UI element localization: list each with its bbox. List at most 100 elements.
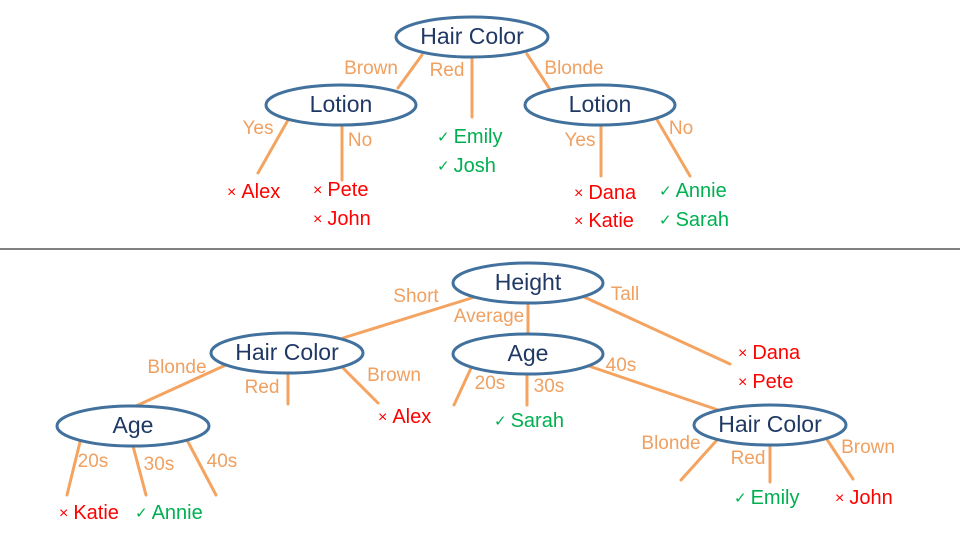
- edge-left-yes: [256, 118, 290, 175]
- label-left-no: No: [348, 130, 372, 151]
- edge-hair-blonde: [134, 362, 230, 408]
- svg-text:×Alex: ×Alex: [378, 406, 431, 428]
- label-blonde: Blonde: [544, 58, 603, 79]
- label-hair2-brown: Brown: [841, 437, 895, 458]
- edge-right-no: [654, 116, 692, 178]
- svg-text:✓Sarah: ✓Sarah: [659, 209, 729, 231]
- left-lotion-node: Lotion: [264, 83, 418, 127]
- leaf-john-2: ×John: [835, 487, 893, 509]
- svg-text:✓Emily: ✓Emily: [734, 487, 799, 509]
- hair-color-label: Hair Color: [235, 339, 339, 365]
- cross-icon: ×: [574, 185, 583, 202]
- height-label: Height: [495, 269, 562, 295]
- leaf-sarah-2: ✓Sarah: [494, 410, 564, 432]
- label-age-left-40s: 40s: [207, 451, 238, 472]
- svg-text:×Dana: ×Dana: [574, 182, 637, 204]
- label-age-mid-30s: 30s: [534, 376, 565, 397]
- edge-hair2-brown: [824, 436, 855, 481]
- check-icon: ✓: [494, 413, 507, 430]
- edge-age-left-20s: [65, 440, 82, 497]
- check-icon: ✓: [734, 490, 747, 507]
- cross-icon: ×: [738, 374, 747, 391]
- svg-text:×Katie: ×Katie: [59, 502, 119, 524]
- cross-icon: ×: [313, 182, 322, 199]
- svg-text:×Dana: ×Dana: [738, 342, 801, 364]
- root-node: Hair Color: [394, 15, 550, 59]
- cross-icon: ×: [313, 211, 322, 228]
- svg-text:×Alex: ×Alex: [227, 181, 280, 203]
- label-short: Short: [393, 286, 439, 307]
- svg-text:×John: ×John: [313, 208, 371, 230]
- leaf-annie-2: ✓Annie: [135, 502, 203, 524]
- cross-icon: ×: [227, 184, 236, 201]
- label-hair-red: Red: [245, 377, 280, 398]
- label-age-left-30s: 30s: [144, 454, 175, 475]
- leaf-pete: ×Pete: [313, 179, 369, 201]
- svg-text:✓Annie: ✓Annie: [659, 180, 727, 202]
- leaf-emily: ✓Emily: [437, 126, 502, 148]
- label-average: Average: [454, 306, 524, 327]
- check-icon: ✓: [659, 212, 672, 229]
- label-tall: Tall: [611, 284, 640, 305]
- edge-age-mid-20s: [452, 364, 474, 407]
- leaf-sarah: ✓Sarah: [659, 209, 729, 231]
- cross-icon: ×: [59, 505, 68, 522]
- leaf-pete-2: ×Pete: [738, 371, 794, 393]
- leaf-alex-2: ×Alex: [378, 406, 431, 428]
- cross-icon: ×: [738, 345, 747, 362]
- cross-icon: ×: [835, 490, 844, 507]
- check-icon: ✓: [437, 158, 450, 175]
- label-hair-blonde: Blonde: [147, 357, 206, 378]
- right-lotion-node: Lotion: [523, 83, 677, 127]
- label-hair2-red: Red: [731, 448, 766, 469]
- age-left-node: Age: [55, 404, 211, 448]
- label-right-no: No: [669, 118, 693, 139]
- svg-text:×Pete: ×Pete: [313, 179, 369, 201]
- leaf-alex: ×Alex: [227, 181, 280, 203]
- edge-blonde: [525, 52, 551, 90]
- svg-text:×Pete: ×Pete: [738, 371, 794, 393]
- tree1: Hair Color Lotion Lotion Brown Red Blond…: [227, 15, 729, 232]
- leaf-katie: ×Katie: [574, 210, 634, 232]
- check-icon: ✓: [437, 129, 450, 146]
- left-lotion-label: Lotion: [310, 91, 373, 117]
- svg-text:✓Josh: ✓Josh: [437, 155, 496, 177]
- right-lotion-label: Lotion: [569, 91, 632, 117]
- svg-text:✓Emily: ✓Emily: [437, 126, 502, 148]
- leaf-emily-2: ✓Emily: [734, 487, 799, 509]
- leaf-dana-2: ×Dana: [738, 342, 801, 364]
- leaf-katie-2: ×Katie: [59, 502, 119, 524]
- hair-color-2-label: Hair Color: [718, 411, 822, 437]
- height-node: Height: [451, 261, 605, 305]
- label-brown: Brown: [344, 58, 398, 79]
- label-red: Red: [430, 60, 465, 81]
- edge-tall: [580, 294, 732, 366]
- label-hair-brown: Brown: [367, 365, 421, 386]
- hair-color-2-node: Hair Color: [692, 403, 848, 447]
- age-left-label: Age: [113, 412, 154, 438]
- leaf-josh: ✓Josh: [437, 155, 496, 177]
- svg-text:✓Annie: ✓Annie: [135, 502, 203, 524]
- label-hair2-blonde: Blonde: [641, 433, 700, 454]
- label-age-mid-20s: 20s: [475, 373, 506, 394]
- svg-text:×Katie: ×Katie: [574, 210, 634, 232]
- label-age-mid-40s: 40s: [606, 355, 637, 376]
- svg-text:✓Sarah: ✓Sarah: [494, 410, 564, 432]
- svg-text:×John: ×John: [835, 487, 893, 509]
- edge-short: [341, 294, 480, 340]
- hair-color-node: Hair Color: [209, 331, 365, 375]
- age-mid-node: Age: [451, 332, 605, 376]
- check-icon: ✓: [135, 505, 148, 522]
- edge-age-left-30s: [131, 444, 148, 497]
- label-right-yes: Yes: [565, 130, 596, 151]
- edge-age-left-40s: [185, 438, 218, 497]
- cross-icon: ×: [378, 409, 387, 426]
- leaf-annie: ✓Annie: [659, 180, 727, 202]
- edge-hair-brown: [341, 366, 380, 405]
- leaf-john: ×John: [313, 208, 371, 230]
- leaf-dana: ×Dana: [574, 182, 637, 204]
- cross-icon: ×: [574, 213, 583, 230]
- edge-hair2-blonde: [679, 438, 719, 482]
- label-age-left-20s: 20s: [78, 451, 109, 472]
